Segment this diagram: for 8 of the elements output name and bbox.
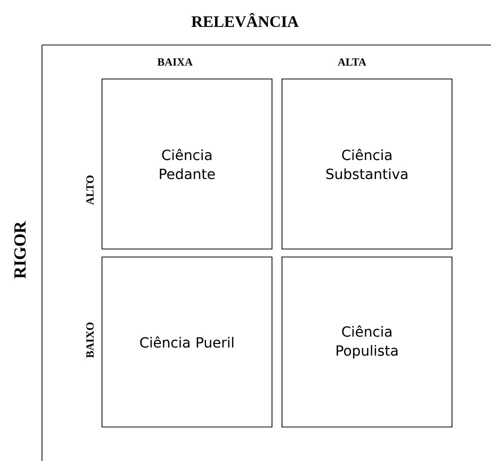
axis-title: RIGOR xyxy=(14,221,26,278)
quadrant-box: Ciência Pedante xyxy=(102,78,272,250)
quadrant-box: Ciência Substantiva xyxy=(282,78,452,250)
column-label: ALTA xyxy=(338,58,366,66)
quadrant-box: Ciência Populista xyxy=(282,256,452,428)
column-label: BAIXA xyxy=(157,58,193,66)
quadrant-box: Ciência Pueril xyxy=(102,256,272,428)
axis-title: RELEVÂNCIA xyxy=(191,12,299,28)
